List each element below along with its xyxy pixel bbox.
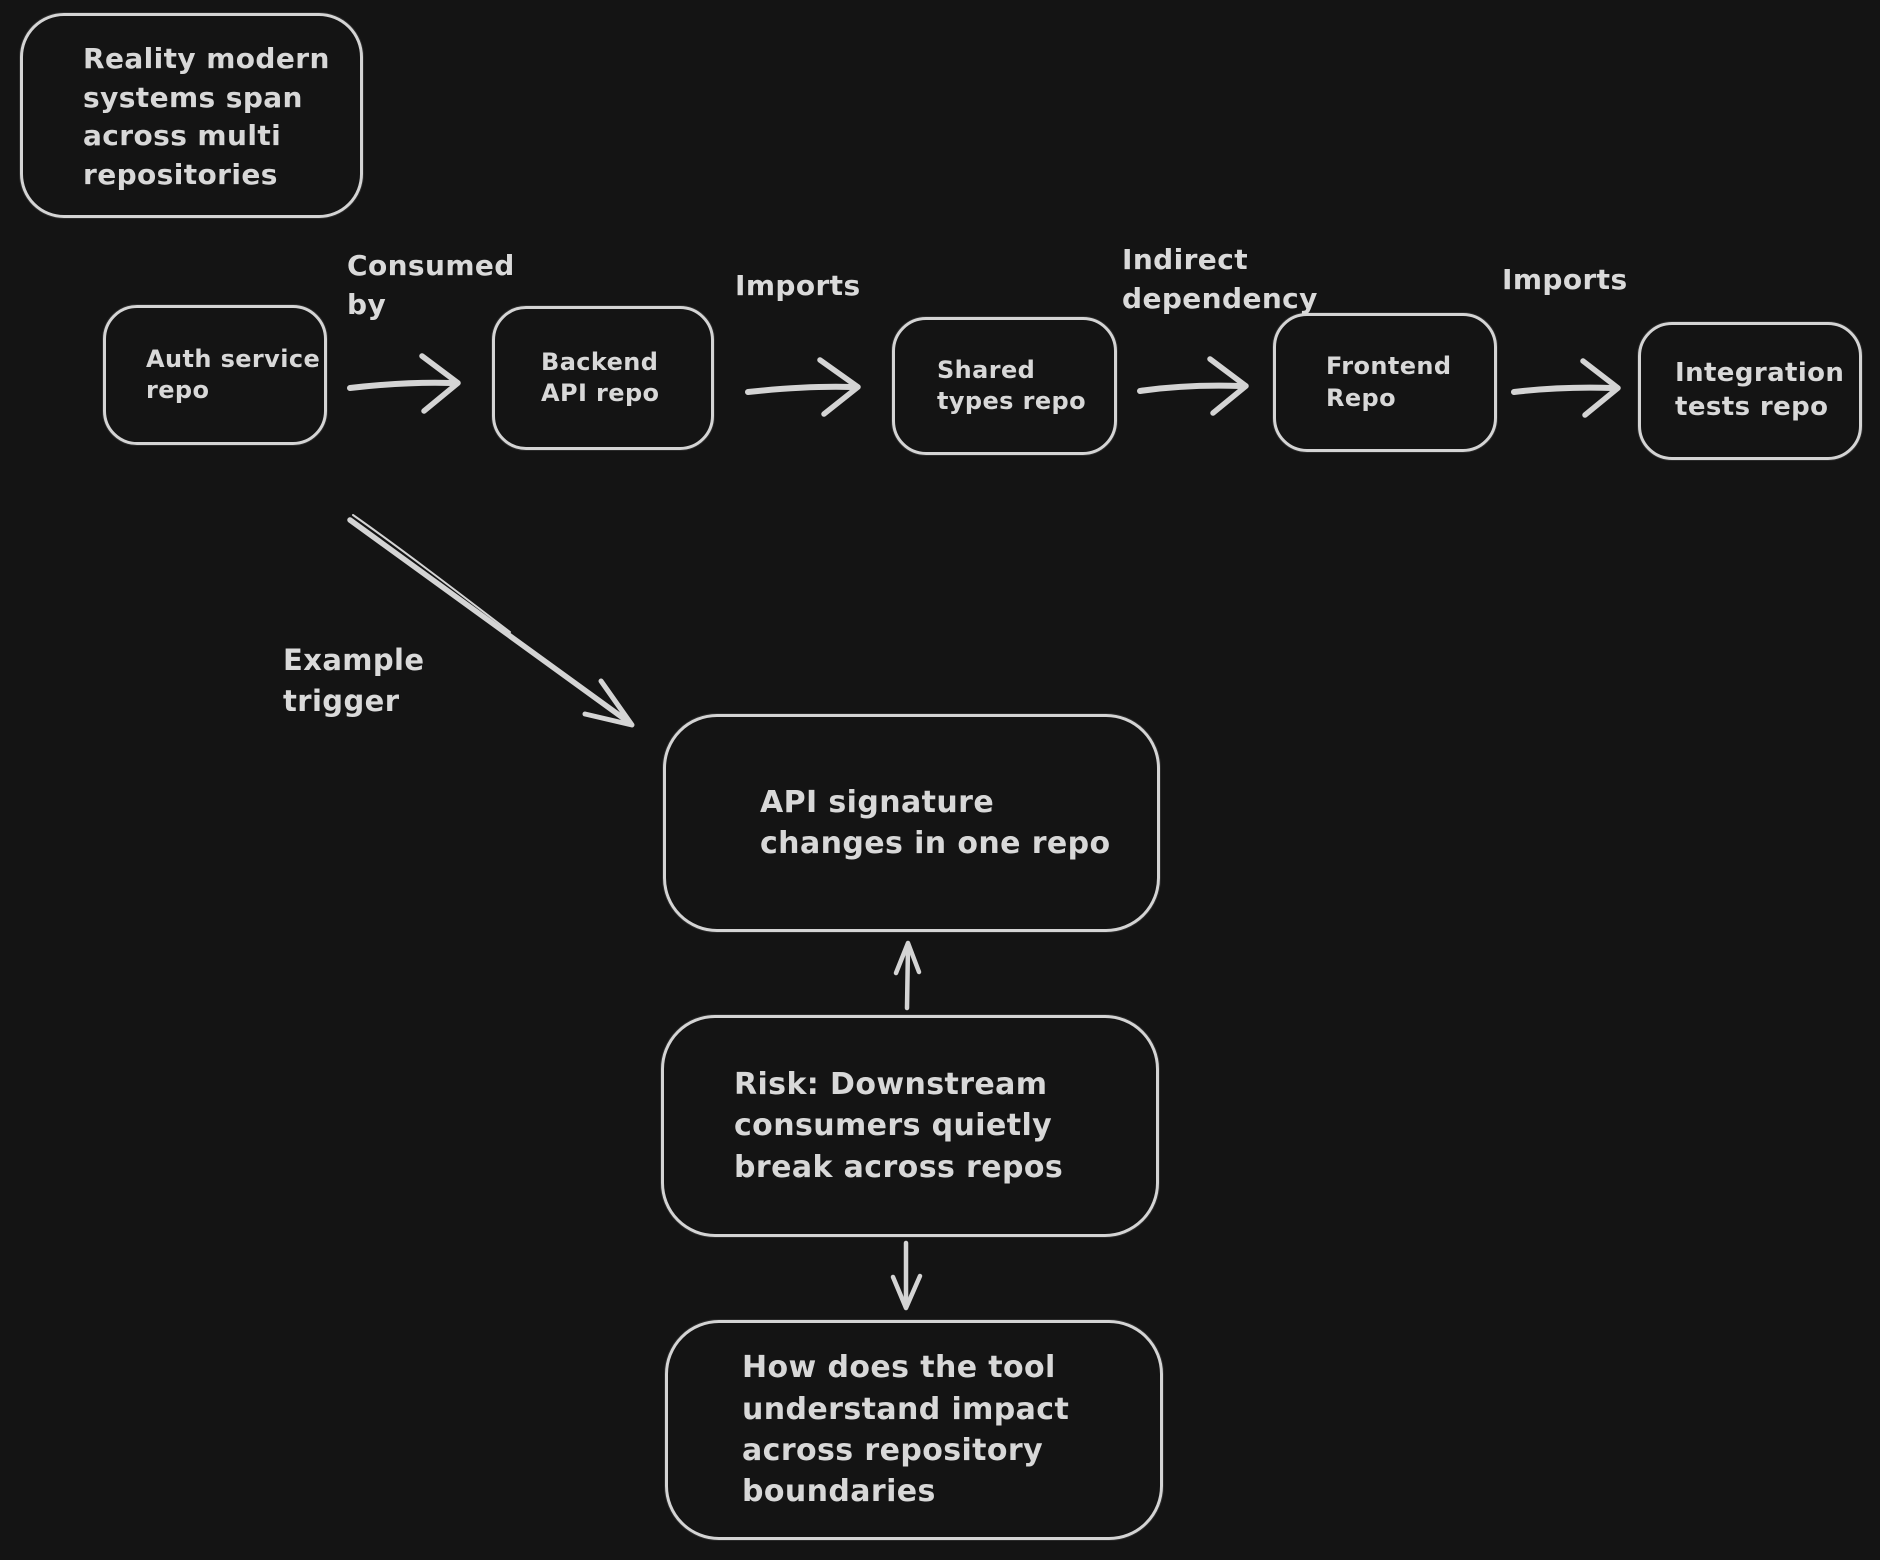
arrow-risk-to-question	[890, 1240, 923, 1311]
edge-label-example-trigger: Example trigger	[283, 643, 425, 718]
edge-label-indirect-dependency: Indirect dependency	[1122, 243, 1318, 316]
note-reality-multi-repo: Reality modern systems span across multi…	[20, 13, 363, 218]
arrow-frontend-to-integration	[1511, 358, 1621, 418]
node-label: Frontend Repo	[1326, 352, 1452, 412]
node-api-signature-change: API signature changes in one repo	[663, 714, 1160, 932]
arrow-example-trigger	[347, 514, 635, 728]
node-backend-api-repo: Backend API repo	[492, 306, 714, 450]
node-label: Integration tests repo	[1675, 358, 1845, 422]
node-label: Shared types repo	[937, 355, 1086, 415]
arrow-backend-to-shared	[745, 357, 861, 417]
arrow-auth-to-backend	[347, 353, 461, 414]
edge-label-consumed-by: Consumed by	[347, 249, 515, 322]
node-label: Risk: Downstream consumers quietly break…	[734, 1066, 1064, 1185]
node-label: API signature changes in one repo	[760, 784, 1111, 861]
node-frontend-repo: Frontend Repo	[1273, 313, 1497, 452]
node-label: Auth service repo	[146, 344, 321, 404]
node-risk-downstream-break: Risk: Downstream consumers quietly break…	[661, 1015, 1159, 1237]
arrow-shared-to-frontend	[1137, 356, 1249, 416]
node-label: How does the tool understand impact acro…	[742, 1350, 1070, 1510]
note-text: Reality modern systems span across multi…	[83, 42, 330, 191]
node-label: Backend API repo	[541, 347, 660, 407]
node-question-cross-repo-impact: How does the tool understand impact acro…	[665, 1320, 1163, 1540]
edge-label-imports-2: Imports	[1502, 263, 1628, 296]
node-auth-service-repo: Auth service repo	[103, 305, 327, 445]
node-integration-tests-repo: Integration tests repo	[1638, 322, 1862, 460]
node-shared-types-repo: Shared types repo	[892, 317, 1117, 455]
arrow-risk-to-api	[893, 940, 922, 1011]
edge-label-imports-1: Imports	[735, 269, 861, 302]
